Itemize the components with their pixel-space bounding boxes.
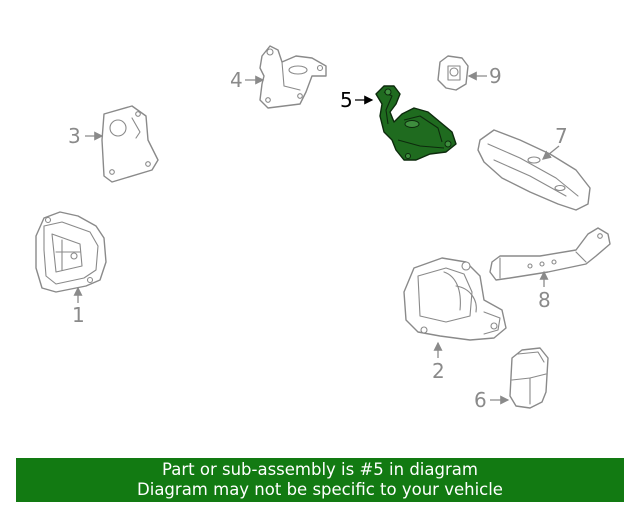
- part-3-bracket-plate[interactable]: [101, 105, 159, 183]
- callout-6[interactable]: 6: [474, 388, 487, 412]
- part-7-crossmember[interactable]: [477, 129, 591, 211]
- part-8-support-bracket[interactable]: [489, 227, 611, 281]
- callout-9[interactable]: 9: [489, 64, 502, 88]
- callout-2[interactable]: 2: [432, 359, 445, 383]
- part-9-bushing[interactable]: [437, 55, 469, 91]
- banner-line-1: Part or sub-assembly is #5 in diagram: [162, 460, 478, 479]
- callout-7[interactable]: 7: [555, 124, 568, 148]
- callout-3[interactable]: 3: [68, 124, 81, 148]
- info-banner: Part or sub-assembly is #5 in diagram Di…: [16, 458, 624, 502]
- part-6-insulator[interactable]: [509, 347, 549, 409]
- part-2-engine-mount[interactable]: [403, 257, 507, 341]
- callout-1[interactable]: 1: [72, 303, 85, 327]
- part-5-bracket-highlighted[interactable]: [375, 85, 457, 161]
- callout-4[interactable]: 4: [230, 68, 243, 92]
- callout-8[interactable]: 8: [538, 288, 551, 312]
- banner-line-2: Diagram may not be specific to your vehi…: [137, 480, 503, 499]
- part-1-engine-mount[interactable]: [35, 211, 107, 293]
- callout-5[interactable]: 5: [340, 88, 353, 112]
- part-4-bracket[interactable]: [259, 45, 327, 109]
